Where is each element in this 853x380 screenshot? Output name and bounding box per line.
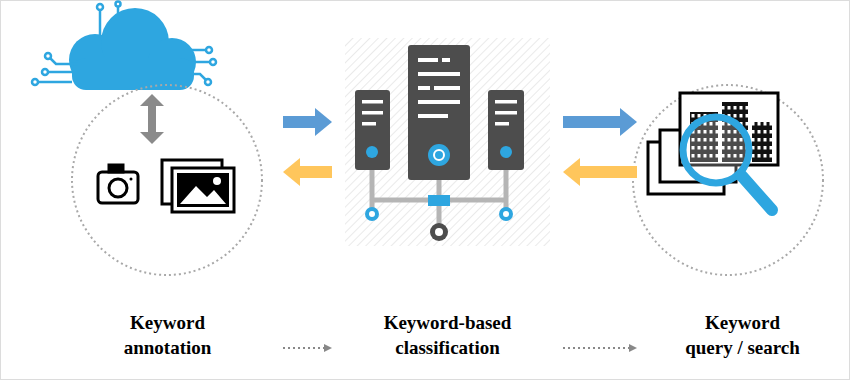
- search-icon: [648, 93, 778, 210]
- camera-icon: [98, 165, 138, 203]
- flow-arrow: [283, 347, 324, 349]
- stage-column: Keyword query / search: [640, 5, 845, 375]
- stage-column: Keyword annotation: [55, 5, 280, 375]
- flow-arrow: [563, 116, 620, 128]
- stage-label: Keyword query / search: [682, 310, 804, 360]
- flow-arrow: [283, 116, 315, 128]
- image-icon: [162, 160, 234, 212]
- flow-arrow: [563, 347, 629, 349]
- flow-arrow: [580, 166, 637, 178]
- cloud-icon: [32, 2, 216, 91]
- dotted-ring: [72, 85, 262, 275]
- flow-arrow: [300, 166, 332, 178]
- server-icon: [355, 45, 524, 241]
- stage-label: Keyword-based classification: [378, 310, 518, 360]
- hatched-ground: [345, 38, 550, 246]
- stage-label: Keyword annotation: [107, 310, 229, 360]
- stage-column: Keyword-based classification: [335, 5, 560, 375]
- dotted-ring: [633, 85, 823, 275]
- sync-arrow: [140, 94, 164, 144]
